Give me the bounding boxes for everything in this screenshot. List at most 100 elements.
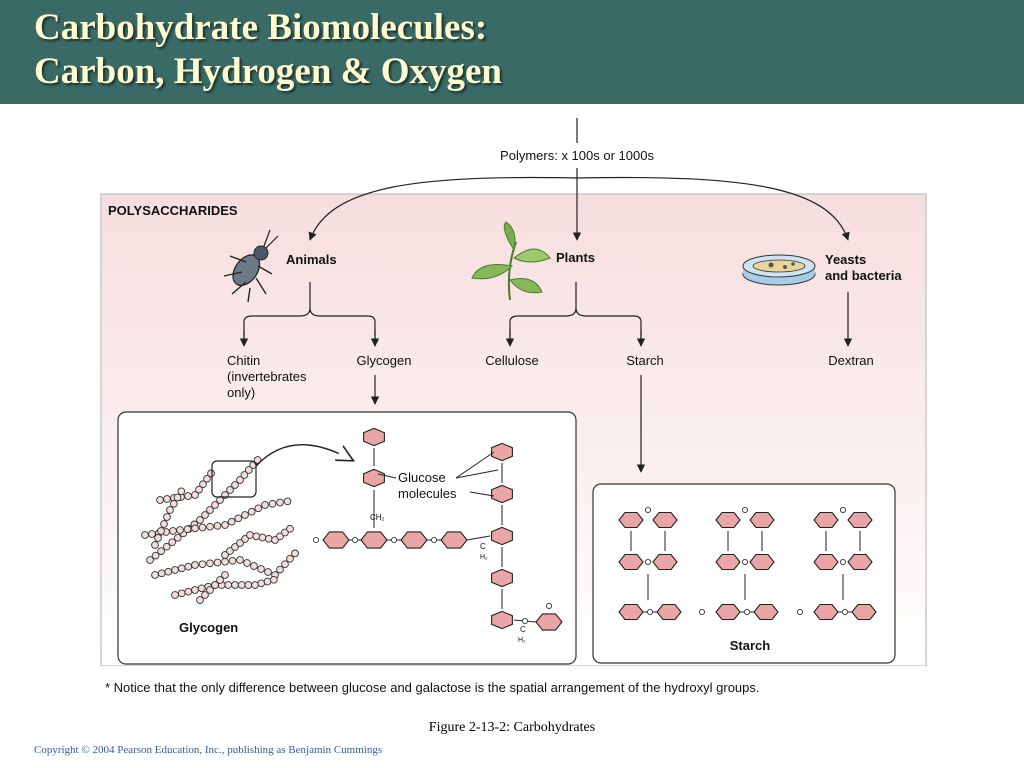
c-label-2: C <box>520 625 526 634</box>
glucose-ring <box>813 603 839 621</box>
glucose-bead <box>257 579 266 588</box>
glucose-bead <box>234 514 243 523</box>
glucose-ring <box>618 603 644 621</box>
glucose-bead <box>221 551 229 559</box>
oxygen-atom <box>647 609 654 616</box>
glucose-bead <box>206 522 214 531</box>
glucose-bead <box>224 581 233 589</box>
glucose-bead <box>151 551 160 560</box>
glucose-bead <box>236 556 244 564</box>
glucose-bead <box>264 534 273 543</box>
glucose-bead <box>146 556 154 564</box>
glucose-bead <box>276 565 284 574</box>
glucose-ring <box>360 531 388 549</box>
glucose-bead <box>264 568 272 576</box>
glucose-bead <box>198 523 207 532</box>
glucose-ring <box>813 553 839 571</box>
glucose-bead <box>263 577 272 586</box>
glucose-bead <box>276 498 284 507</box>
glucose-bead <box>268 499 277 508</box>
glucose-bead <box>163 513 171 521</box>
glucose-ring <box>656 603 682 621</box>
glucose-callout-lines <box>377 451 499 497</box>
glucose-bead <box>206 506 214 514</box>
glucose-bead <box>252 532 261 541</box>
glucose-ring <box>440 531 468 549</box>
glucose-bead <box>191 524 199 533</box>
glucose-bead <box>151 541 159 549</box>
glucose-bead <box>157 569 166 578</box>
glucose-ring <box>491 568 513 588</box>
glucose-bead <box>226 486 234 494</box>
plant-icon <box>471 221 551 301</box>
glycogen-label: Glycogen <box>357 353 412 368</box>
glucose-bead <box>286 554 294 563</box>
glucose-bead <box>184 562 193 571</box>
glucose-bead <box>231 543 239 551</box>
glucose-ring <box>535 613 563 631</box>
glucose-callout-line-2: molecules <box>398 486 457 501</box>
glucose-bead <box>141 531 149 539</box>
h2-label-1: H₂ <box>480 554 488 561</box>
glucose-bead <box>221 521 229 529</box>
glucose-ring <box>491 484 513 504</box>
glucose-bead <box>163 495 171 503</box>
arc-to-yeasts <box>576 176 850 241</box>
glucose-bead <box>237 581 246 589</box>
animals-branch <box>243 282 376 342</box>
chitin-label-line-2: (invertebrates <box>227 369 307 384</box>
glucose-ring <box>618 553 644 571</box>
glucose-bead <box>276 532 284 541</box>
plants-branch <box>509 282 642 342</box>
glucose-bead <box>171 566 179 574</box>
glucose-bead <box>196 516 204 524</box>
glucose-bead <box>291 549 299 558</box>
oxygen-atom <box>522 618 529 625</box>
glucose-bead <box>244 581 253 589</box>
glucose-ring <box>491 526 513 546</box>
slide-title: Carbohydrate Biomolecules: Carbon, Hydro… <box>34 6 502 94</box>
oxygen-atom <box>742 506 749 513</box>
glucose-ring <box>847 511 873 529</box>
polymers-label: Polymers: x 100s or 1000s <box>500 148 654 163</box>
glucose-bead <box>283 497 292 506</box>
glucose-bead <box>213 521 222 530</box>
glycogen-box-label: Glycogen <box>179 620 238 635</box>
oxygen-atom <box>312 537 319 544</box>
ch2-label: CH₂ <box>370 513 385 522</box>
glucose-bead <box>191 491 199 499</box>
glucose-bead <box>231 481 239 489</box>
footnote: * Notice that the only difference betwee… <box>105 680 760 695</box>
glucose-bead <box>199 480 207 489</box>
glucose-bead <box>169 527 177 535</box>
glucose-bead <box>177 487 186 496</box>
glucose-ring <box>749 511 775 529</box>
oxygen-atom <box>390 537 397 544</box>
oxygen-atom <box>842 609 849 616</box>
glucose-bead <box>160 520 168 528</box>
glucose-bead <box>206 586 214 594</box>
starch-structure <box>618 506 877 621</box>
glucose-bead <box>183 525 192 534</box>
glucose-bead <box>171 591 179 599</box>
glucose-bead <box>251 581 259 589</box>
glucose-bead <box>286 524 294 533</box>
glucose-ring <box>715 553 741 571</box>
glucose-bead <box>148 530 156 538</box>
glucose-bead <box>221 557 229 566</box>
chitin-label-line-3: only) <box>227 385 255 400</box>
yeasts-label-line-2: and bacteria <box>825 268 902 283</box>
glucose-bead <box>244 466 253 474</box>
arc-to-animals <box>308 176 578 241</box>
glucose-ring <box>851 603 877 621</box>
glucose-bead <box>227 517 236 526</box>
glucose-ring <box>618 511 644 529</box>
title-bar: Carbohydrate Biomolecules: Carbon, Hydro… <box>0 0 1024 104</box>
glucose-ring <box>363 427 385 447</box>
glucose-bead <box>216 576 224 584</box>
glucose-bead <box>281 560 289 569</box>
glucose-ring <box>400 531 428 549</box>
glucose-ring <box>491 442 513 462</box>
glucose-ring <box>491 610 513 630</box>
polysaccharide-diagram: Polymers: x 100s or 1000s POLYSACCHARIDE… <box>100 118 927 702</box>
